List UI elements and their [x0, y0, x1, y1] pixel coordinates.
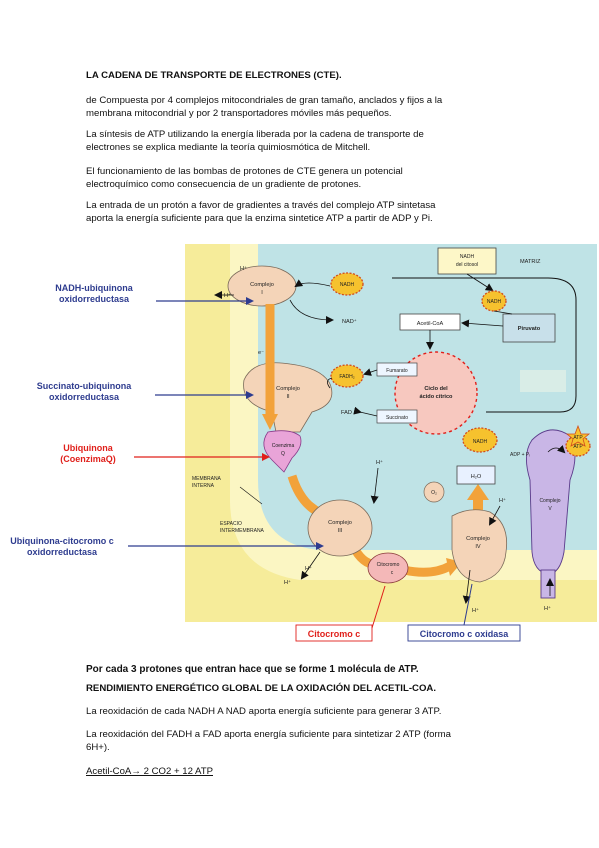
h2o-label: H₂O [471, 474, 482, 480]
footer-p2-line-2: 6H+). [86, 741, 110, 753]
complex-i-label: Complejo [250, 282, 274, 288]
cytc-label-2: c [391, 570, 394, 576]
intro-paragraph: de Compuesta por 4 complejos mitocondria… [86, 95, 526, 120]
ims-label-2: INTERMEMBRANA [220, 528, 265, 534]
membrane-label-1: MEMBRANA [192, 476, 222, 482]
callout-nadh-ubiquinona-1: NADH-ubiquinona [55, 283, 133, 293]
footer-bold-1: Por cada 3 protones que entran hace que … [86, 664, 419, 675]
h-plus-1: H⁺ [224, 292, 231, 299]
atp-synthase-stalk [540, 569, 556, 599]
cytochrome-c [367, 552, 409, 584]
nadh-shuttle-text: NADH [487, 299, 502, 305]
o2-label: O₂ [431, 490, 437, 496]
e-minus-1: e⁻ [258, 350, 264, 356]
complex-v-label: Complejo [539, 498, 560, 504]
fad-label: FAD [341, 410, 352, 416]
nadh-cycle-burst [462, 427, 498, 453]
fumarato-box [376, 362, 418, 377]
h-plus-7: H⁺ [472, 607, 479, 614]
atp-burst-1 [565, 435, 591, 457]
nadh-citosol-text-1: NADH [460, 254, 475, 260]
callout-ubiquinona-1: Ubiquinona [63, 443, 113, 453]
nadh-shuttle-burst [481, 290, 507, 312]
p2-line-2: electrones se explica mediante la teoría… [86, 141, 371, 153]
acetil-coa-label: Acetil-CoA [417, 321, 444, 327]
nadh-burst [330, 272, 364, 296]
electron-transport-diagram: NADH del citosol MATRIZ NADH Complejo I … [10, 244, 597, 642]
nadh-cycle-label: NADH [473, 439, 488, 445]
complex-ii-numeral: II [286, 394, 290, 400]
coq-label-2: Q [281, 451, 285, 457]
inner-membrane-band [185, 244, 597, 622]
succinato-box [376, 409, 418, 424]
fumarato-label: Fumarato [386, 368, 408, 374]
fadh2-burst [330, 364, 364, 388]
h-plus-5: H⁺ [284, 579, 291, 586]
p4-line-1: La entrada de un protón a favor de gradi… [86, 200, 436, 211]
h-plus-8: H⁺ [544, 605, 551, 612]
matriz-label: MATRIZ [520, 259, 541, 265]
atp-label-2: ATP [573, 435, 583, 441]
callout-ubcit-2: oxidorreductasa [27, 547, 98, 557]
complex-i-numeral: I [261, 290, 263, 296]
callout-citocromo-c-oxidasa: Citocromo c oxidasa [420, 629, 510, 639]
nadh-citosol-box [437, 247, 497, 275]
p2-line-1: La síntesis de ATP utilizando la energía… [86, 129, 424, 140]
p3-line-2: electroquímico como consecuencia de un g… [86, 178, 362, 190]
callout-succinato-1: Succinato-ubiquinona [37, 381, 132, 391]
complex-iv [451, 509, 508, 583]
ims-label-1: ESPACIO [220, 521, 242, 527]
electron-path-4 [403, 561, 453, 577]
intro-line-2: membrana mitocondrial y por 2 transporta… [86, 107, 392, 119]
nadh-label: NADH [340, 282, 355, 288]
coenzyme-q [263, 430, 302, 473]
cycle-text-2: ácido cítrico [420, 394, 454, 400]
footer-paragraph-1: La reoxidación de cada NADH A NAD aporta… [86, 706, 442, 717]
callout-nadh-ubiquinona-2: oxidorreductasa [59, 294, 130, 304]
page-title: LA CADENA DE TRANSPORTE DE ELECTRONES (C… [86, 70, 342, 81]
o2-molecule [423, 481, 445, 503]
footer-equation: Acetil-CoA→ 2 CO2 + 12 ATP [86, 766, 213, 777]
complex-ii-label: Complejo [276, 386, 300, 392]
footer-paragraph-2: La reoxidación del FADH a FAD aporta ene… [86, 729, 526, 754]
atp-star [565, 424, 591, 447]
h2o-box [456, 465, 496, 485]
coq-label-1: Coenzima [272, 443, 295, 449]
succinato-label: Succinato [386, 415, 408, 421]
p4-line-2: aporta la energía suficiente para que la… [86, 212, 433, 224]
h-plus-3: H⁺ [376, 459, 383, 466]
h-plus-2: H⁺ [240, 265, 247, 272]
footer-p2-line-1: La reoxidación del FADH a FAD aporta ene… [86, 729, 451, 740]
callout-ubiquinona-2: (CoenzimaQ) [60, 454, 116, 464]
complex-iv-label: Complejo [466, 536, 490, 542]
cycle-text-1: Ciclo del [424, 386, 448, 392]
callout-citocromo-c: Citocromo c [308, 629, 361, 639]
callout-ubcit-1: Ubiquinona-citocromo c [10, 536, 114, 546]
membrane-label-2: INTERNA [192, 483, 215, 489]
piruvato-label: Piruvato [518, 326, 541, 332]
atp-label-1: ATP [573, 444, 583, 450]
h-plus-6: H⁺ [499, 497, 506, 504]
complex-iii-label: Complejo [328, 520, 352, 526]
citocromo-c-box [295, 624, 373, 642]
complex-iv-numeral: IV [475, 544, 481, 550]
cytc-label-1: Citocromo [377, 562, 400, 568]
complex-iii-numeral: III [338, 528, 343, 534]
fadh2-label: FADH₂ [339, 374, 354, 380]
nad-plus-label: NAD⁺ [342, 318, 357, 325]
complex-v-numeral: V [548, 506, 552, 512]
callout-succinato-2: oxidorreductasa [49, 392, 120, 402]
intro-line-1: de Compuesta por 4 complejos mitocondria… [86, 95, 443, 106]
nadh-citosol-text-2: del citosol [456, 262, 478, 268]
paragraph-atp-entry: La entrada de un protón a favor de gradi… [86, 200, 526, 225]
paragraph-proton-pumps: El funcionamiento de las bombas de proto… [86, 166, 526, 191]
p3-line-1: El funcionamiento de las bombas de proto… [86, 166, 403, 177]
piruvato-box [502, 313, 556, 343]
paragraph-atp-synthesis: La síntesis de ATP utilizando la energía… [86, 129, 526, 154]
adp-label: ADP + Pᵢ [510, 452, 530, 458]
footer-bold-2: RENDIMIENTO ENERGÉTICO GLOBAL DE LA OXID… [86, 683, 437, 694]
complex-iii [307, 499, 373, 557]
